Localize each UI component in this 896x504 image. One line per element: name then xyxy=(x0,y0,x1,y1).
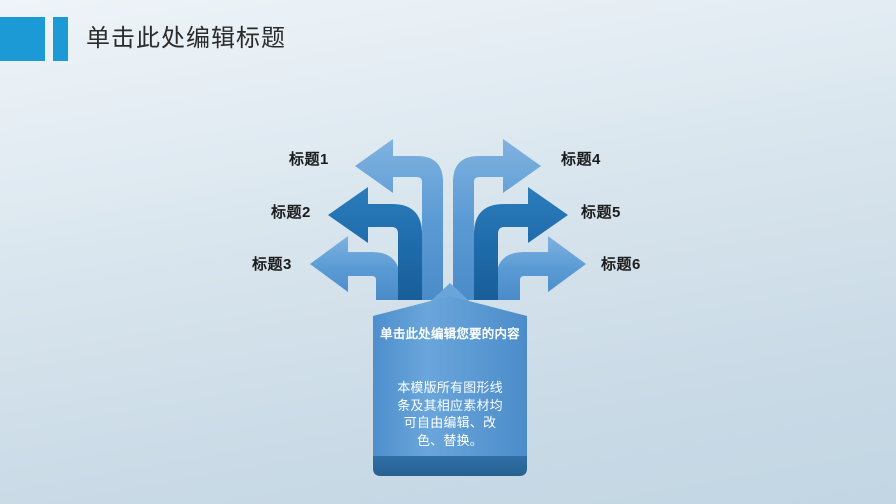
branch-label-left-3[interactable]: 标题3 xyxy=(252,256,292,273)
branch-arrow-left-3 xyxy=(310,236,400,300)
header-accent-bar xyxy=(53,17,68,61)
branch-arrow-right-5 xyxy=(474,187,568,300)
branch-arrow-right-4 xyxy=(453,139,541,300)
page-title[interactable]: 单击此处编辑标题 xyxy=(86,25,286,52)
branch-label-left-1[interactable]: 标题1 xyxy=(289,151,329,168)
branch-label-right-5[interactable]: 标题5 xyxy=(581,204,621,221)
branch-arrow-left-1 xyxy=(355,139,443,300)
branch-label-right-4[interactable]: 标题4 xyxy=(561,151,601,168)
header-accent-block xyxy=(0,17,45,61)
branch-label-right-6[interactable]: 标题6 xyxy=(601,256,641,273)
branch-label-left-2[interactable]: 标题2 xyxy=(271,204,311,221)
branch-arrow-left-2 xyxy=(328,187,422,300)
center-body-text[interactable]: 本模版所有图形线条及其相应素材均可自由编辑、改色、替换。 xyxy=(397,380,503,448)
center-heading[interactable]: 单击此处编辑您要的内容 xyxy=(380,327,520,341)
branch-arrow-right-6 xyxy=(496,236,586,300)
center-panel xyxy=(373,296,527,476)
